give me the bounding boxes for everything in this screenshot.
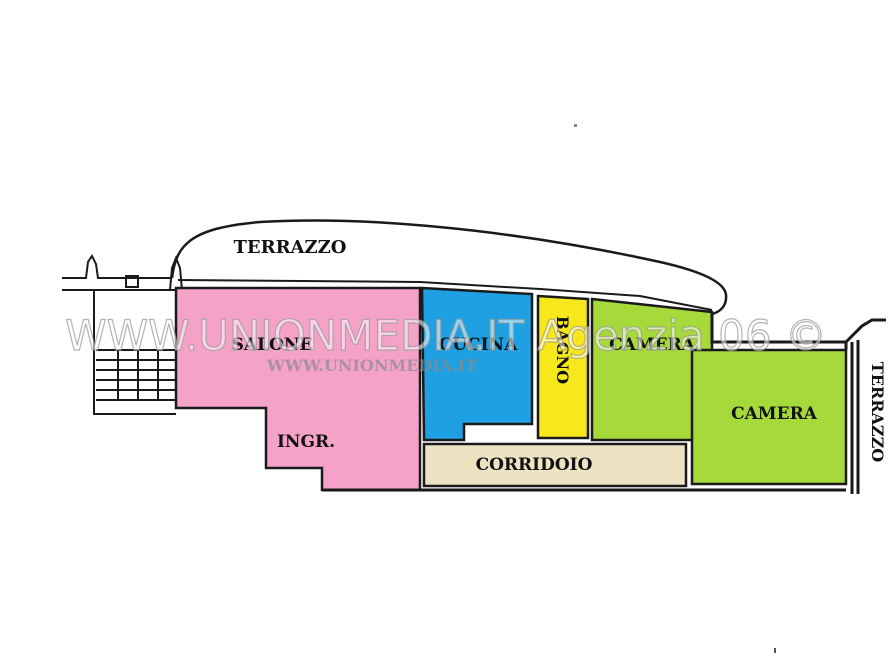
watermark-main: WWW.UNIONMEDIA.IT Agenzia 06 © [65,311,827,360]
label-ingresso: INGR. [277,432,335,452]
label-camera-2: CAMERA [731,404,818,424]
speck [574,124,577,127]
room-corridoio [422,442,688,488]
label-corridoio: CORRIDOIO [476,455,593,475]
terrace-top-inner [177,279,713,311]
room-cucina [420,286,534,442]
label-cucina: CUCINA [439,335,518,355]
speck [774,648,776,653]
label-terrazzo-right: TERRAZZO [868,362,887,462]
label-salone: SALONE [232,335,313,355]
outer-walls [322,312,886,494]
room-camera-2 [690,348,848,486]
label-bagno: BAGNO [553,316,572,384]
label-terrazzo-top: TERRAZZO [234,237,347,258]
label-camera-1: CAMERA [609,335,696,355]
room-bagno [536,294,590,440]
staircase [62,254,183,415]
terrace-top-outline [170,219,728,316]
room-salone [174,286,422,492]
watermark-url: WWW.UNIONMEDIA.IT [266,356,477,375]
